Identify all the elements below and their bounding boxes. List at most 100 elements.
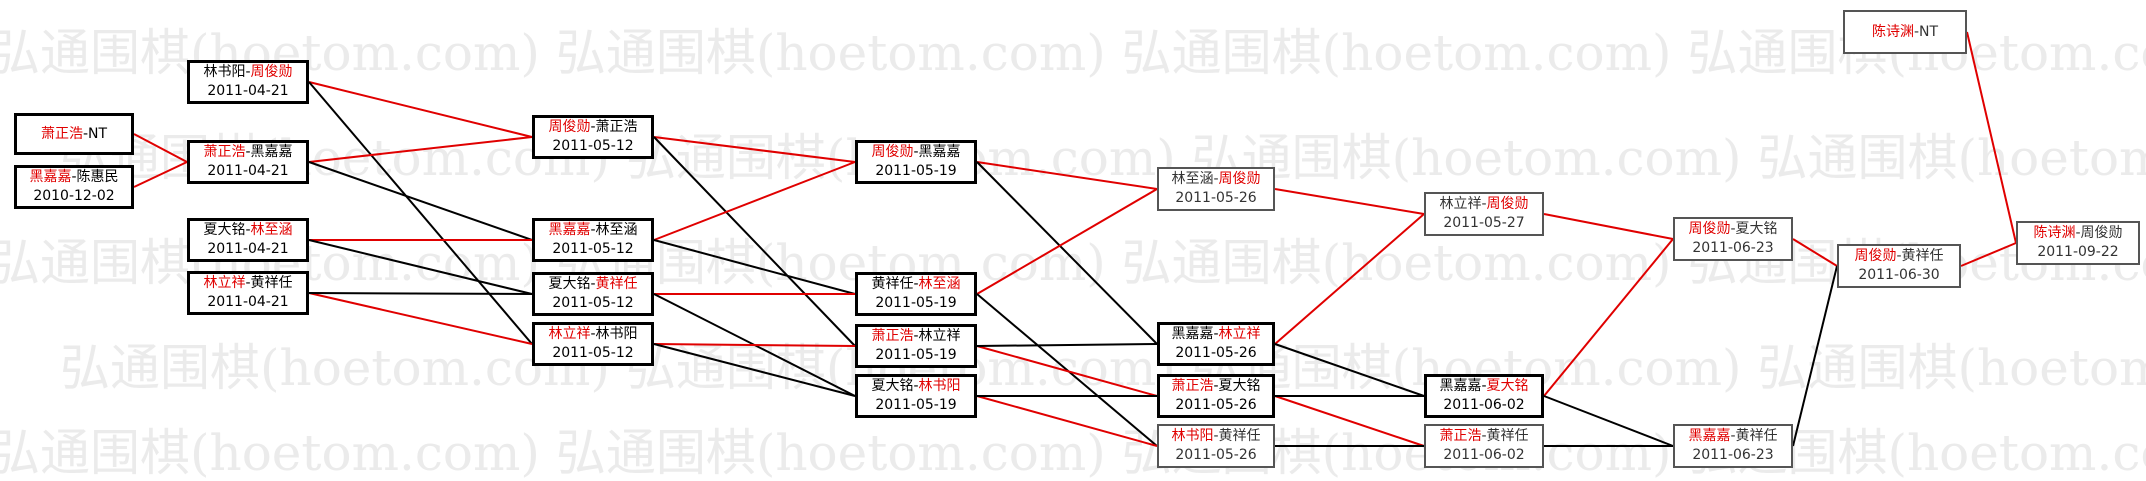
- player-a: 林立祥: [203, 275, 246, 291]
- match-node-n21: 萧正浩-黄祥任 2011-06-02: [1424, 424, 1544, 468]
- player-b: 周俊勋: [2080, 225, 2123, 241]
- match-node-n1: 萧正浩-NT: [14, 113, 134, 155]
- match-node-n15: 林至涵-周俊勋 2011-05-26: [1157, 167, 1275, 211]
- match-node-n11: 周俊勋-黑嘉嘉 2011-05-19: [855, 140, 977, 184]
- bracket-line: [1792, 265, 1838, 447]
- player-b: 夏大铭: [1218, 378, 1261, 394]
- match-date: 2011-06-23: [1692, 240, 1774, 256]
- bracket-line: [653, 136, 856, 347]
- match-date: 2011-05-19: [875, 347, 957, 363]
- match-date: 2011-06-23: [1692, 447, 1774, 463]
- match-date: 2011-06-02: [1443, 397, 1525, 413]
- bracket-line: [976, 188, 1158, 295]
- bracket-line: [653, 343, 856, 397]
- bracket-line: [308, 136, 533, 163]
- player-a: 萧正浩: [1171, 378, 1214, 394]
- bracket-line: [1543, 238, 1674, 397]
- player-a: 林书阳: [1171, 428, 1214, 444]
- match-date: 2011-04-21: [207, 294, 289, 310]
- player-b: 林至涵: [918, 276, 961, 292]
- player-b: 黄祥任: [250, 275, 293, 291]
- player-b: 夏大铭: [1486, 378, 1529, 394]
- player-b: 黑嘉嘉: [250, 144, 293, 160]
- player-b: 林书阳: [918, 378, 961, 394]
- player-a: 林立祥: [1439, 196, 1482, 212]
- match-date: 2011-05-19: [875, 295, 957, 311]
- player-b: 黄祥任: [1218, 428, 1261, 444]
- player-b: 黄祥任: [595, 276, 638, 292]
- bracket-line: [976, 343, 1158, 347]
- match-date: 2011-05-12: [552, 138, 634, 154]
- bracket-line: [653, 239, 856, 295]
- player-b: 黄祥任: [1735, 428, 1778, 444]
- match-node-n16: 黑嘉嘉-林立祥 2011-05-26: [1157, 322, 1275, 366]
- bracket-line: [1792, 238, 1838, 267]
- match-date: 2011-05-27: [1443, 215, 1525, 231]
- player-b: 周俊勋: [1486, 196, 1529, 212]
- match-date: 2011-06-02: [1443, 447, 1525, 463]
- bracket-line: [1966, 31, 2017, 244]
- player-b: NT: [88, 125, 108, 142]
- match-date: 2010-12-02: [33, 188, 115, 204]
- bracket-line: [976, 161, 1158, 345]
- match-date: 2011-05-12: [552, 345, 634, 361]
- match-node-n23: 黑嘉嘉-黄祥任 2011-06-23: [1673, 424, 1793, 468]
- player-b: 周俊勋: [250, 64, 293, 80]
- player-a: 萧正浩: [203, 144, 246, 160]
- player-b: 林立祥: [918, 328, 961, 344]
- player-a: 黑嘉嘉: [29, 169, 72, 185]
- bracket-line: [308, 161, 533, 241]
- match-date: 2011-06-30: [1858, 267, 1940, 283]
- match-date: 2011-05-26: [1175, 345, 1257, 361]
- match-date: 2011-05-12: [552, 295, 634, 311]
- player-b: 林至涵: [595, 222, 638, 238]
- match-date: 2011-04-21: [207, 83, 289, 99]
- player-a: 萧正浩: [1439, 428, 1482, 444]
- player-a: 黑嘉嘉: [1688, 428, 1731, 444]
- player-b: 黑嘉嘉: [918, 144, 961, 160]
- bracket-line: [1960, 242, 2017, 267]
- bracket-line: [308, 292, 533, 345]
- player-a: 黑嘉嘉: [1171, 326, 1214, 342]
- bracket-line: [1543, 213, 1674, 240]
- player-a: 林书阳: [203, 64, 246, 80]
- bracket-line: [976, 395, 1158, 447]
- bracket-line: [976, 345, 1158, 397]
- player-b: 周俊勋: [1218, 171, 1261, 187]
- bracket-line: [308, 81, 533, 345]
- player-b: 夏大铭: [1735, 221, 1778, 237]
- match-node-n6: 林立祥-黄祥任 2011-04-21: [187, 271, 309, 315]
- player-a: 陈诗渊: [1871, 23, 1914, 40]
- bracket-line: [1274, 395, 1425, 447]
- bracket-line: [1543, 395, 1674, 447]
- player-b: 黄祥任: [1486, 428, 1529, 444]
- match-node-n22: 周俊勋-夏大铭 2011-06-23: [1673, 217, 1793, 261]
- player-b: 黄祥任: [1901, 248, 1944, 264]
- bracket-line: [308, 239, 533, 295]
- player-b: 陈惠民: [76, 169, 119, 185]
- player-a: 夏大铭: [548, 276, 591, 292]
- bracket-line: [308, 81, 533, 138]
- player-a: 陈诗渊: [2033, 225, 2076, 241]
- bracket-line: [133, 133, 188, 163]
- player-b: 林立祥: [1218, 326, 1261, 342]
- player-a: 黑嘉嘉: [1439, 378, 1482, 394]
- match-node-n24: 周俊勋-黄祥任 2011-06-30: [1837, 244, 1961, 288]
- match-node-n14: 夏大铭-林书阳 2011-05-19: [855, 374, 977, 418]
- player-a: 周俊勋: [1854, 248, 1897, 264]
- match-date: 2011-05-26: [1175, 447, 1257, 463]
- bracket-line: [133, 161, 188, 188]
- player-a: 黄祥任: [871, 276, 914, 292]
- player-a: 周俊勋: [548, 119, 591, 135]
- bracket-line: [976, 161, 1158, 190]
- match-node-n12: 黄祥任-林至涵 2011-05-19: [855, 272, 977, 316]
- player-a: 萧正浩: [40, 125, 83, 142]
- player-b: 林书阳: [595, 326, 638, 342]
- match-node-n13: 萧正浩-林立祥 2011-05-19: [855, 324, 977, 368]
- match-node-n18: 林书阳-黄祥任 2011-05-26: [1157, 424, 1275, 468]
- match-date: 2011-05-12: [552, 241, 634, 257]
- match-node-n7: 周俊勋-萧正浩 2011-05-12: [532, 115, 654, 159]
- bracket-line: [653, 343, 856, 347]
- match-node-n25: 陈诗渊-NT: [1843, 10, 1967, 54]
